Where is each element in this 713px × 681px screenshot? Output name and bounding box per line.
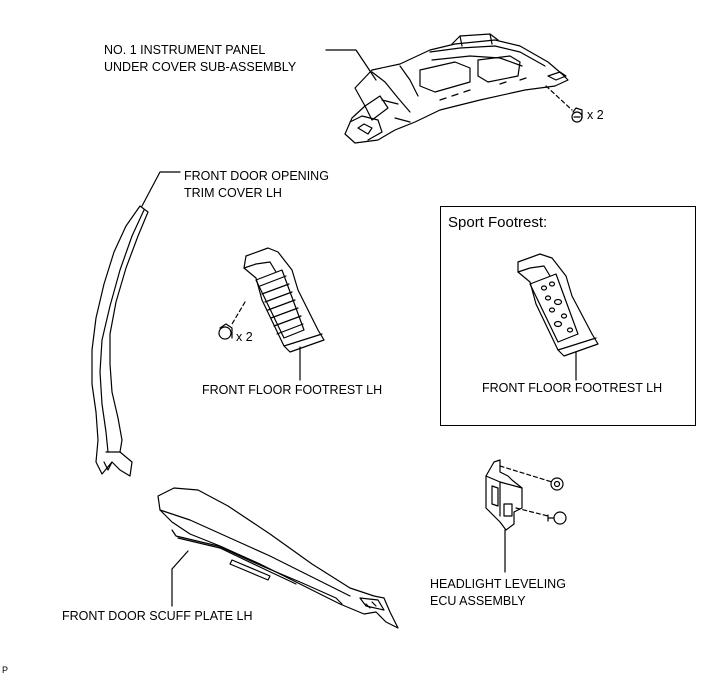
- under-cover-leader-line: [325, 49, 377, 81]
- footrest-label: FRONT FLOOR FOOTREST LH: [202, 383, 383, 397]
- instrument-panel-under-cover: [344, 33, 569, 144]
- ecu-label-line2: ECU ASSEMBLY: [430, 594, 526, 608]
- front-floor-footrest: [243, 247, 325, 353]
- scuff-plate-label: FRONT DOOR SCUFF PLATE LH: [62, 609, 253, 623]
- trim-cover-label: FRONT DOOR OPENING TRIM COVER LH: [184, 168, 329, 202]
- sport-footrest-label: FRONT FLOOR FOOTREST LH: [482, 381, 663, 395]
- scuff-plate-leader-line: [171, 550, 189, 607]
- trim-cover-leader-line: [141, 171, 181, 207]
- trim-cover-label-line1: FRONT DOOR OPENING: [184, 169, 329, 183]
- ecu-label-line1: HEADLIGHT LEVELING: [430, 577, 566, 591]
- inset-title: Sport Footrest:: [448, 214, 548, 231]
- under-cover-label: NO. 1 INSTRUMENT PANEL UNDER COVER SUB-A…: [104, 42, 296, 76]
- footrest-clip: [218, 323, 233, 340]
- under-cover-screw: [571, 107, 583, 123]
- ecu-bolt: [547, 511, 567, 525]
- figure-code: P: [2, 665, 9, 675]
- under-cover-label-line2: UNDER COVER SUB-ASSEMBLY: [104, 60, 297, 74]
- ecu-nut-dashed-line: [499, 465, 553, 483]
- under-cover-screw-quantity: x 2: [587, 108, 604, 122]
- under-cover-label-line1: NO. 1 INSTRUMENT PANEL: [104, 43, 266, 57]
- ecu-nut: [550, 477, 564, 491]
- headlight-leveling-ecu: [485, 459, 523, 531]
- sport-footrest-inset: Sport Footrest:: [440, 206, 696, 426]
- ecu-label: HEADLIGHT LEVELING ECU ASSEMBLY: [430, 576, 566, 610]
- front-door-opening-trim-cover: [91, 205, 149, 477]
- ecu-bolt-dashed-line: [515, 507, 549, 517]
- footrest-clip-quantity: x 2: [236, 330, 253, 344]
- front-door-scuff-plate: [157, 487, 399, 629]
- screw-dashed-line: [545, 85, 573, 111]
- trim-cover-label-line2: TRIM COVER LH: [184, 186, 282, 200]
- sport-footrest: [517, 253, 599, 357]
- footrest-clip-dashed-line: [231, 301, 246, 325]
